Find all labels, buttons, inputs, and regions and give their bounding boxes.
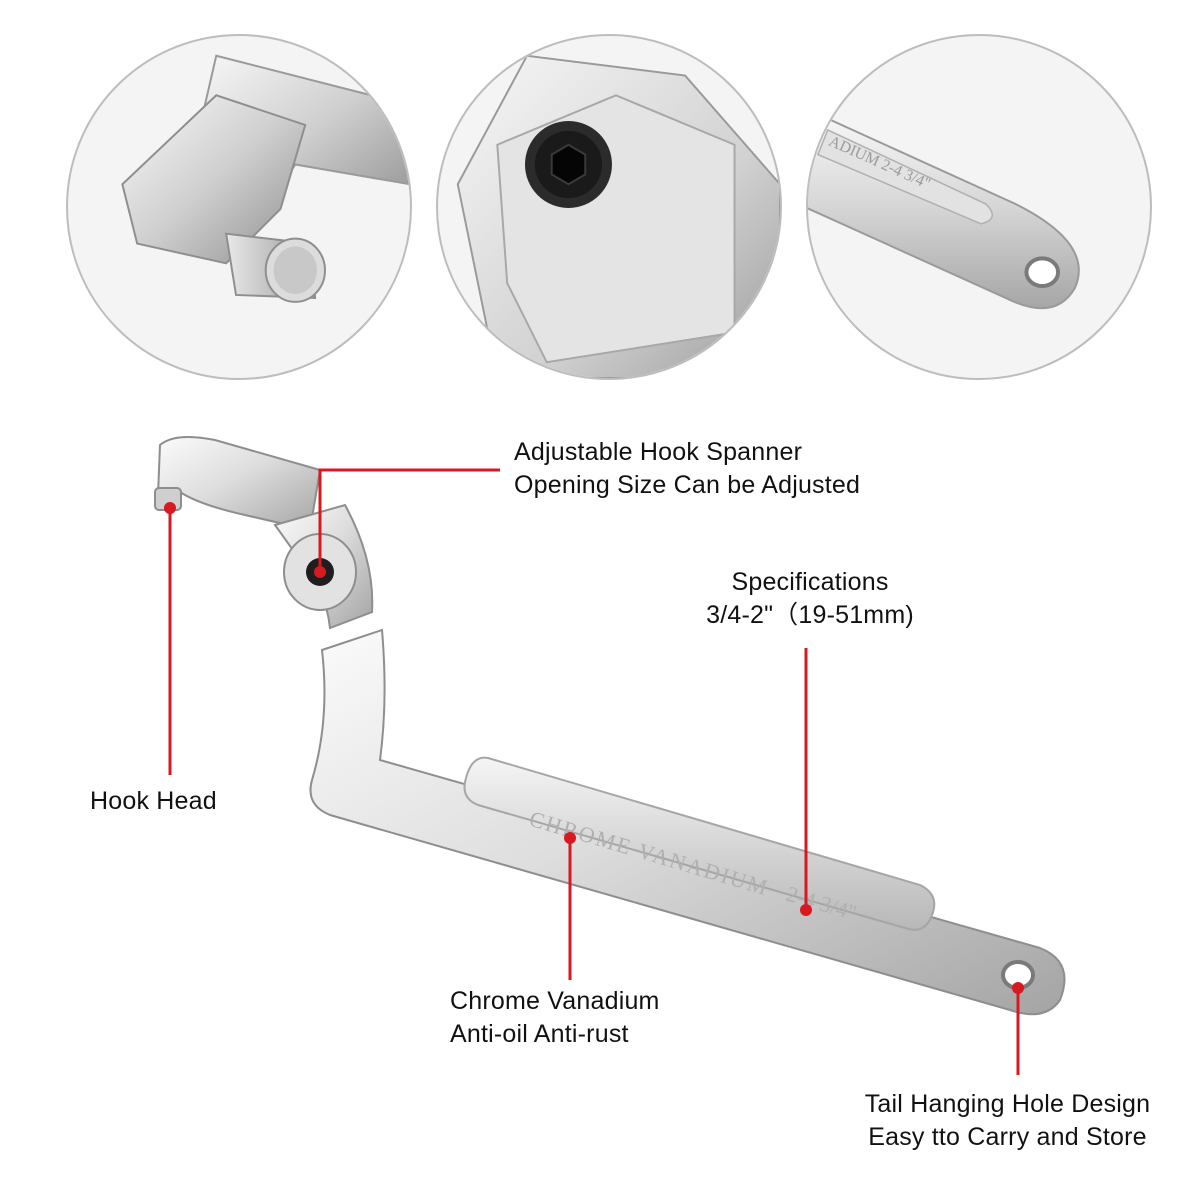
hex-screw-icon	[456, 54, 780, 378]
wrench-handle: CHROME VANADIUM 2-4 3/4"	[309, 628, 1066, 1016]
dot-adjustable	[314, 566, 326, 578]
tail-hole-closeup: ADIUM 2-4 3/4"	[806, 34, 1152, 380]
dot-chrome-vanadium	[564, 832, 576, 844]
hook-pin-closeup	[66, 34, 412, 380]
callout-adjustable: Adjustable Hook Spanner Opening Size Can…	[514, 436, 860, 502]
callout-chrome-vanadium-line2: Anti-oil Anti-rust	[450, 1020, 629, 1048]
hook-head	[154, 435, 322, 532]
callout-hook-head: Hook Head	[90, 785, 217, 818]
leader-lines	[168, 468, 1020, 1075]
callout-hook-head-line1: Hook Head	[90, 787, 217, 815]
callout-specifications: Specifications 3/4-2"（19-51mm)	[660, 566, 960, 632]
callout-specifications-line2: 3/4-2"（19-51mm)	[706, 601, 914, 629]
hook-pin-icon	[121, 54, 410, 303]
callout-adjustable-line1: Adjustable Hook Spanner	[514, 438, 803, 466]
callout-specifications-line1: Specifications	[731, 568, 889, 596]
callout-chrome-vanadium-line1: Chrome Vanadium	[450, 987, 660, 1015]
dot-tail-hole	[1012, 982, 1024, 994]
callout-tail-hole-line1: Tail Hanging Hole Design	[864, 1090, 1151, 1118]
callout-chrome-vanadium: Chrome Vanadium Anti-oil Anti-rust	[450, 985, 660, 1051]
leader-line-adjustable	[318, 468, 500, 572]
callout-adjustable-line2: Opening Size Can be Adjusted	[514, 471, 861, 499]
dot-hook-head	[164, 502, 176, 514]
pivot-screw-closeup	[436, 34, 782, 380]
callout-tail-hole: Tail Hanging Hole Design Easy tto Carry …	[830, 1088, 1185, 1154]
dot-specifications	[800, 904, 812, 916]
callout-tail-hole-line2: Easy tto Carry and Store	[868, 1123, 1147, 1151]
hanging-hole-icon: ADIUM 2-4 3/4"	[808, 108, 1080, 310]
